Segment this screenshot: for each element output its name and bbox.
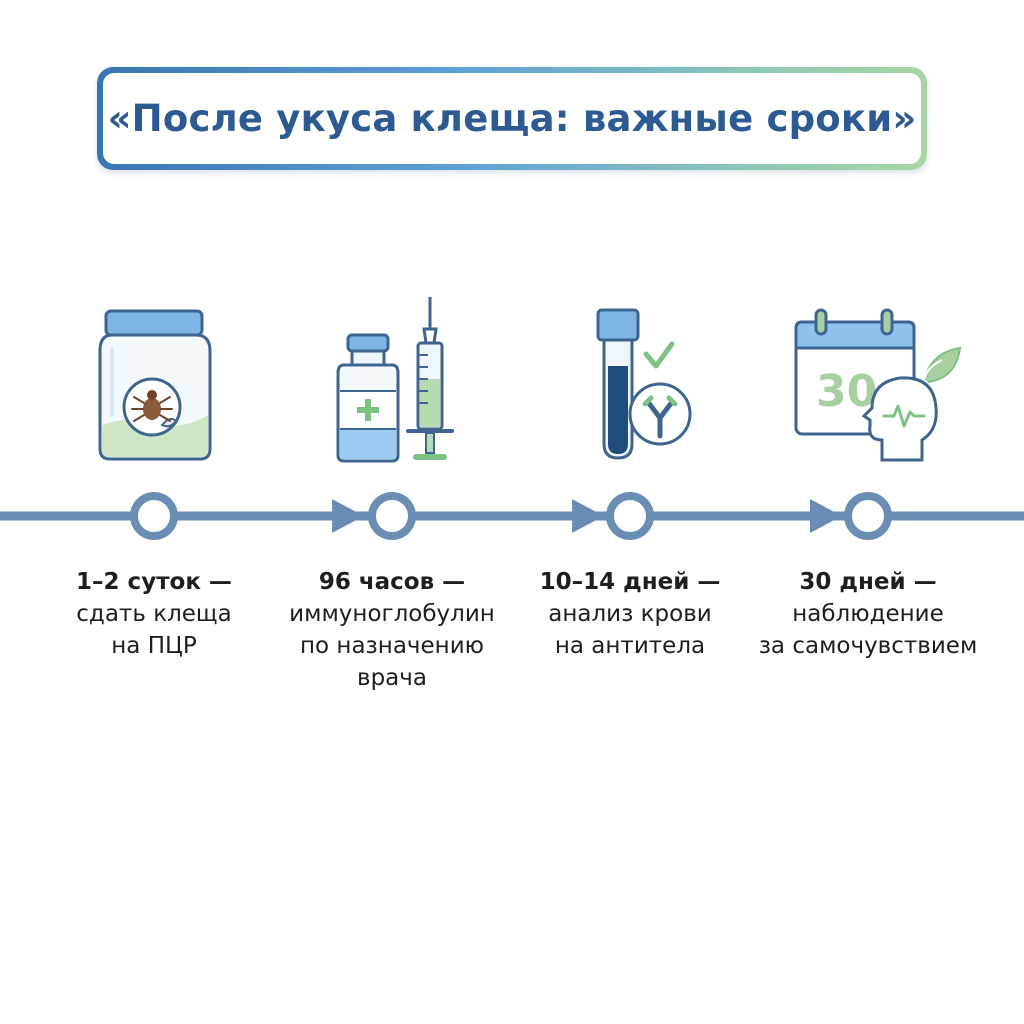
title-banner: «После укуса клеща: важные сроки»: [97, 67, 927, 170]
timeline-node-1: [130, 492, 178, 540]
step-line: иммуноглобулин: [289, 601, 495, 627]
step-line: на ПЦР: [111, 633, 197, 659]
tick-in-jar-icon: [98, 309, 212, 461]
step-lead: 96 часов —: [318, 569, 466, 595]
timeline-node-3: [606, 492, 654, 540]
step-line: врача: [357, 665, 427, 691]
step-line: анализ крови: [548, 601, 712, 627]
vial-and-syringe-icon: [336, 297, 454, 463]
timeline-arrow-2: [572, 499, 604, 533]
step-lead: 10–14 дней —: [539, 569, 721, 595]
step-label-2: 96 часов — иммуноглобулин по назначению …: [267, 566, 517, 694]
calendar-number: 30: [816, 366, 877, 417]
step-line: по назначению: [300, 633, 484, 659]
timeline-arrow-3: [810, 499, 842, 533]
step-line: сдать клеща: [76, 601, 232, 627]
step-label-3: 10–14 дней — анализ крови на антитела: [505, 566, 755, 662]
step-line: на антитела: [554, 633, 706, 659]
timeline-node-4: [844, 492, 892, 540]
step-lead: 30 дней —: [799, 569, 937, 595]
calendar-health-icon: 30: [794, 308, 962, 462]
title-banner-inner: «После укуса клеща: важные сроки»: [103, 73, 921, 164]
timeline-arrow-1: [332, 499, 364, 533]
step-label-1: 1–2 суток — сдать клеща на ПЦР: [29, 566, 279, 662]
step-label-4: 30 дней — наблюдение за самочувствием: [743, 566, 993, 662]
timeline-node-2: [368, 492, 416, 540]
step-line: за самочувствием: [758, 633, 978, 659]
page-title: «После укуса клеща: важные сроки»: [107, 97, 917, 140]
blood-test-antibody-icon: [596, 308, 692, 460]
step-line: наблюдение: [792, 601, 944, 627]
step-lead: 1–2 суток —: [76, 569, 232, 595]
